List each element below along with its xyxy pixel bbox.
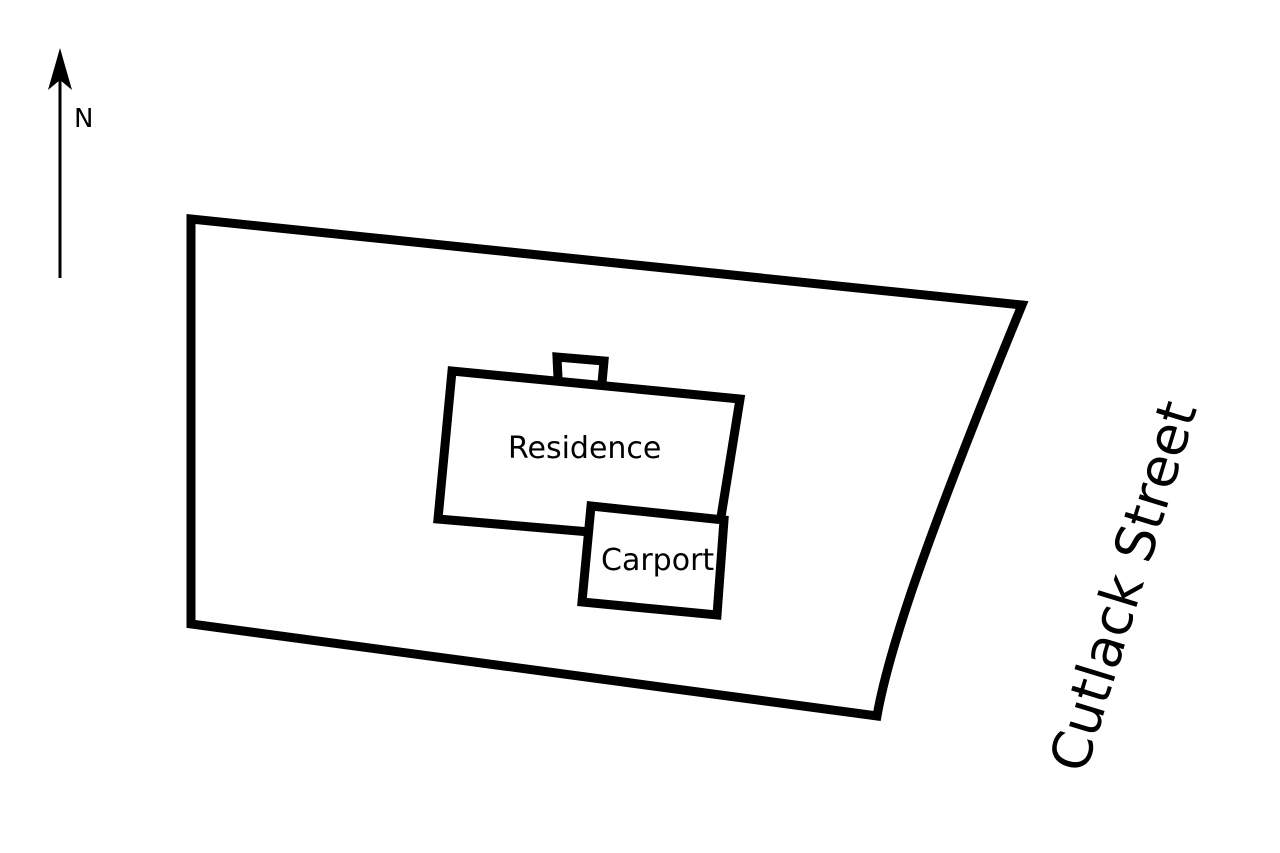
carport-label: Carport [601,543,714,578]
residence-outline [433,366,746,537]
north-arrow: N [48,48,93,278]
north-arrow-head-icon [48,48,72,90]
residence-chimney [552,352,609,384]
residence-label: Residence [508,431,661,466]
lot-boundary [186,214,1029,722]
north-label: N [74,104,93,134]
street-label: Cutlack Street [1037,394,1209,779]
carport-outline [577,501,729,620]
